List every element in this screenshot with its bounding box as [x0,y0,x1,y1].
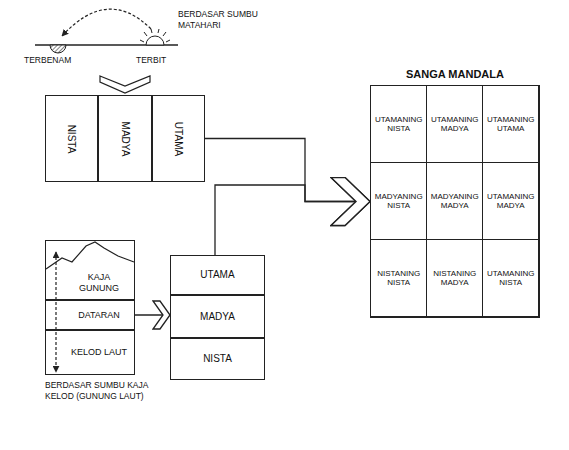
node-label: NISTANING NISTA [373,269,424,288]
node-label: UTAMA [200,269,234,281]
node-label: UTAMANING NISTA [373,115,424,134]
node-label: UTAMA [172,121,184,155]
node-label: MADYA [119,121,131,156]
connector [215,185,370,255]
node-label: MADYANING NISTA [373,192,424,211]
mandala-cell: UTAMANING MADYA [482,162,539,240]
zone-band: NISTA [45,95,98,182]
node-label: UTAMANING NISTA [485,269,536,288]
connector [205,139,370,202]
connector [135,314,170,315]
terrain-band: KAJA GUNUNG [45,240,135,300]
mountain-outline [46,242,134,269]
zone-band: MADYA [98,95,152,182]
mandala-cell: MADYANING MADYA [426,162,483,240]
node-label: NISTANING MADYA [429,269,480,288]
node-label: UTAMANING UTAMA [485,115,536,134]
mandala-grid: SANGA MANDALAUTAMANING NISTAUTAMANING MA… [370,85,540,318]
down-chevron [100,76,150,93]
axis-caption: BERDASAR SUMBU KAJA KELOD (GUNUNG LAUT) [45,380,150,401]
mandala-cell: UTAMANING NISTA [370,85,427,163]
node-label: NISTA [66,124,78,153]
zone-box: MADYA [170,295,265,338]
mandala-cell: UTAMANING MADYA [426,85,483,163]
zone-box: NISTA [170,338,265,380]
node-label: DATARAN [78,310,120,321]
node-label: UTAMANING MADYA [429,115,480,134]
mandala-cell: NISTANING MADYA [426,239,483,317]
terrain-band: KELOD LAUT [45,330,135,375]
rising-sun [140,29,170,45]
sun-path-arrow [62,9,151,36]
mandala-cell: MADYANING NISTA [370,162,427,240]
terrain-band: DATARAN [45,300,135,330]
kaja-kelod-axis [55,252,56,372]
node-label: NISTA [203,353,232,365]
axis-caption: BERDASAR SUMBU MATAHARI [178,9,266,30]
node-label: MADYA [200,311,235,323]
mandala-cell: UTAMANING NISTA [482,239,539,317]
diagram-heading: SANGA MANDALA [371,68,539,81]
zone-box: UTAMA [170,255,265,295]
mandala-cell: UTAMANING UTAMA [482,85,539,163]
node-label: KELOD LAUT [71,347,127,358]
setting-sun [50,45,66,53]
node-label: MADYANING MADYA [429,192,480,211]
mandala-cell: NISTANING NISTA [370,239,427,317]
node-label: UTAMANING MADYA [485,192,536,211]
sun-label: TERBENAM [24,55,84,66]
zone-band: UTAMA [152,95,205,182]
node-label: KAJA GUNUNG [75,272,123,294]
sun-label: TERBIT [136,55,176,66]
